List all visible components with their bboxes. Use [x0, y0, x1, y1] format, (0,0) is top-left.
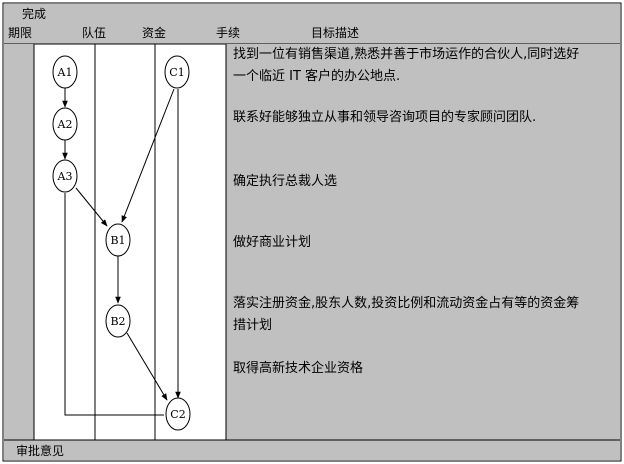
goal-4-line-1: 做好商业计划	[233, 235, 311, 250]
header-col-funds: 资金	[142, 25, 166, 40]
edge-a3-c2	[64, 193, 164, 416]
goal-1-line-1: 找到一位有销售渠道,熟悉并善于市场运作的合伙人,同时选好	[233, 46, 579, 62]
header-col-procedures: 手续	[216, 26, 240, 40]
header-col-team: 队伍	[82, 25, 106, 40]
node-c2-label: C2	[170, 408, 185, 421]
node-a2: A2	[52, 107, 78, 141]
edge-c1-b1	[121, 88, 175, 223]
node-a3-label: A3	[57, 170, 73, 183]
goal-5-line-1: 落实注册资金,股东人数,投资比例和流动资金占有等的资金筹	[233, 295, 579, 311]
header-col-period: 期限	[8, 26, 32, 40]
header-col-goal: 目标描述	[311, 26, 359, 40]
goal-2-line-1: 联系好能够独立从事和领导咨询项目的专家顾问团队.	[233, 109, 536, 125]
goal-1-line-2: 一个临近 IT 客户的办公地点.	[233, 68, 400, 84]
goal-3-line-1: 确定执行总裁人选	[233, 173, 337, 189]
edge-a3-b1	[75, 187, 108, 227]
goal-6-line-1: 取得高新技术企业资格	[233, 360, 363, 376]
node-c1-label: C1	[169, 66, 184, 79]
node-a1: A1	[52, 55, 78, 89]
node-c1: C1	[164, 55, 190, 89]
period-column	[4, 44, 34, 440]
node-c2: C2	[165, 397, 191, 431]
edge-b2-c2	[126, 332, 168, 401]
node-a2-label: A2	[57, 118, 73, 131]
goal-description-panel	[226, 44, 620, 440]
header-band	[4, 4, 620, 44]
node-b2: B2	[105, 304, 131, 338]
node-a3: A3	[52, 159, 78, 193]
node-b2-label: B2	[110, 315, 125, 328]
goal-5-line-2: 措计划	[233, 318, 272, 333]
node-b1-label: B1	[110, 234, 125, 247]
header-top-label: 完成	[22, 6, 46, 21]
node-a1-label: A1	[57, 66, 73, 79]
footer-band	[4, 440, 620, 460]
footer-approval-label: 审批意见	[16, 443, 64, 458]
node-b1: B1	[105, 223, 131, 257]
